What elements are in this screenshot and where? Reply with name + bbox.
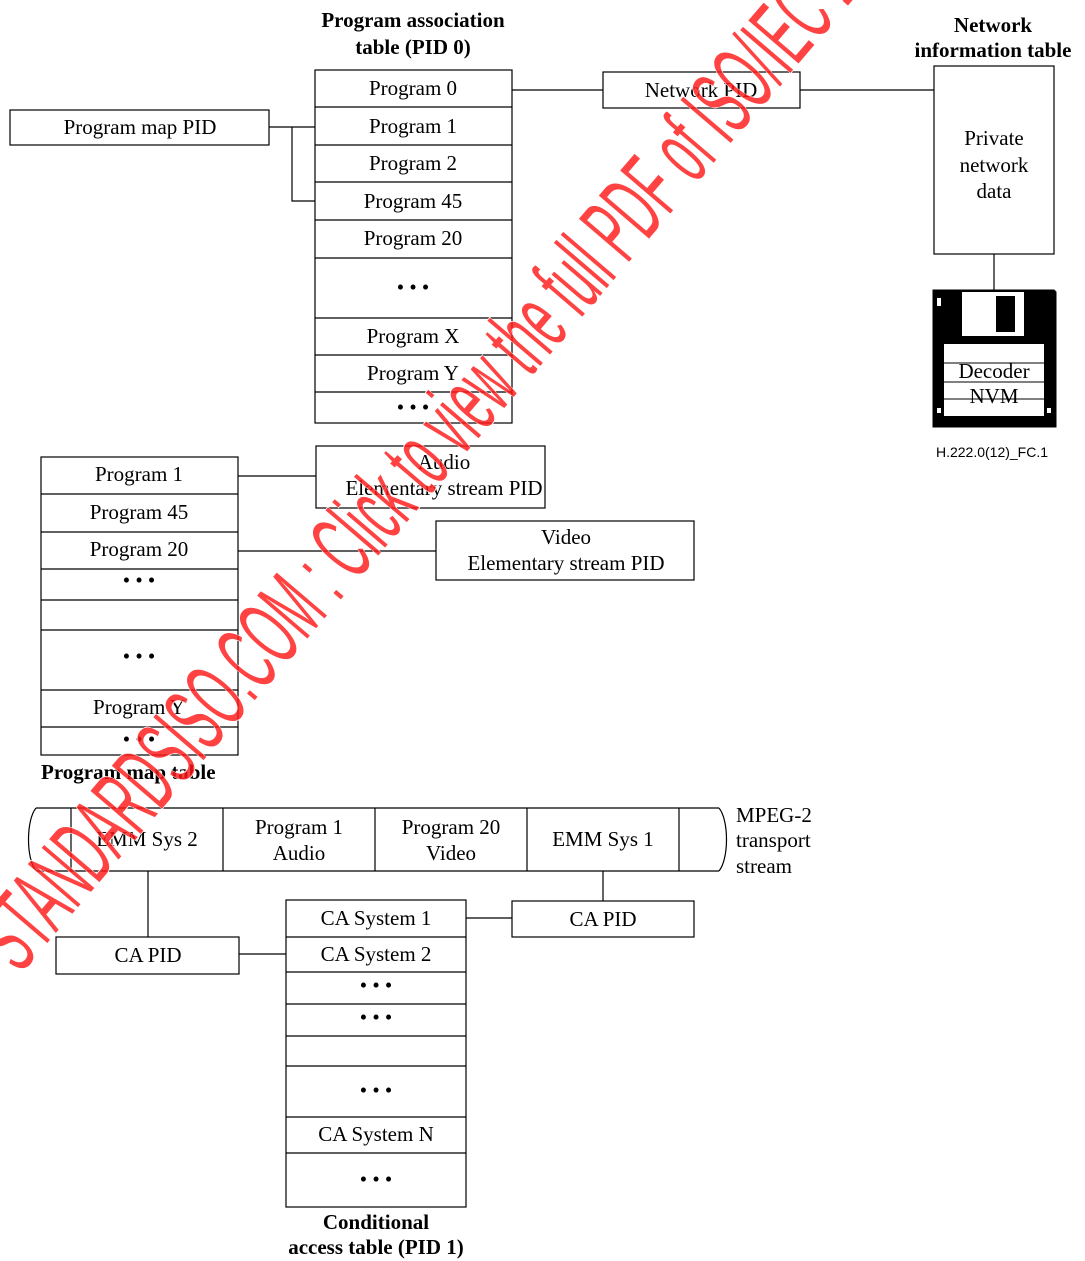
audio-pid-line-2: Elementary stream PID [345, 476, 542, 500]
nit-title-line-1: Network [954, 13, 1032, 37]
nit-body-line: network [960, 153, 1029, 177]
video-pid-line-2: Elementary stream PID [467, 551, 664, 575]
pmt-row: Program 20 [90, 537, 189, 561]
conditional-access-table: CA System 1 CA System 2 • • • • • • • • … [285, 899, 467, 1259]
network-pid-box [602, 71, 801, 109]
pmt-row: Program 45 [90, 500, 189, 524]
nit-body-line: data [977, 179, 1013, 203]
pmt-row: Program 1 [95, 462, 183, 486]
connector-pmt-pid-program-45 [291, 127, 315, 202]
pat-row: Program 0 [369, 76, 457, 100]
cat-title-line-1: Conditional [323, 1210, 429, 1234]
pmt-row: Program Y [93, 695, 185, 719]
transport-label: MPEG-2 [736, 803, 812, 827]
cat-row: • • • [360, 1167, 393, 1191]
pat-row: Program 45 [364, 189, 463, 213]
ca-pid-left-label: CA PID [114, 943, 181, 967]
cat-frame [285, 899, 467, 1208]
pmt-row: • • • [123, 568, 156, 592]
floppy-disk-icon: Decoder NVM [932, 289, 1057, 428]
network-information-table: Network information table Private networ… [915, 13, 1072, 255]
program-map-pid-label: Program map PID [64, 115, 217, 139]
video-elementary-stream-pid: Video Elementary stream PID [435, 520, 695, 581]
program-map-table: Program 1 Program 45 Program 20 • • • • … [40, 456, 239, 784]
transport-cell-program-20-video: Program 20 [402, 815, 501, 839]
pat-row: Program 20 [364, 226, 463, 250]
video-pid-line-1: Video [541, 525, 591, 549]
pat-title-line-1: Program association [321, 8, 505, 32]
cat-row: CA System 1 [321, 906, 432, 930]
cat-row: • • • [360, 973, 393, 997]
pmt-row: • • • [123, 644, 156, 668]
transport-cell-program-1-audio: Audio [273, 841, 326, 865]
pat-row: Program X [367, 324, 460, 348]
program-map-pid-box [9, 109, 270, 146]
transport-label: transport [736, 828, 811, 852]
network-pid: Network PID [602, 71, 801, 109]
network-pid-label: Network PID [645, 78, 758, 102]
program-association-table: Program association table (PID 0) Progra… [314, 8, 513, 424]
decoder-label-line-2: NVM [969, 384, 1018, 408]
cat-row: CA System 2 [321, 942, 432, 966]
nit-box [933, 65, 1055, 255]
audio-pid-box [315, 445, 546, 509]
decoder-label-line-1: Decoder [958, 359, 1029, 383]
program-map-pid: Program map PID [9, 109, 270, 146]
pmt-row: • • • [123, 727, 156, 751]
nit-body-line: Private [964, 126, 1023, 150]
cat-title-line-2: access table (PID 1) [288, 1235, 464, 1259]
mpeg2-transport-stream: EMM Sys 2 Program 1 Audio Program 20 Vid… [27, 803, 812, 878]
cat-row: • • • [360, 1078, 393, 1102]
transport-cell-program-1-audio: Program 1 [255, 815, 343, 839]
transport-cell-emm-sys-2: EMM Sys 2 [96, 827, 198, 851]
audio-elementary-stream-pid: Audio Elementary stream PID [315, 445, 546, 509]
pat-title-line-2: table (PID 0) [355, 35, 470, 59]
transport-cell-program-20-video: Video [426, 841, 476, 865]
pmt-title: Program map table [41, 760, 216, 784]
pat-row: Program 1 [369, 114, 457, 138]
transport-label: stream [736, 854, 792, 878]
ca-pid-right-label: CA PID [569, 907, 636, 931]
pmt-frame [40, 456, 239, 756]
pat-frame [314, 69, 513, 424]
ca-pid-left-box [55, 936, 240, 975]
ca-pid-right-box [511, 900, 695, 938]
pat-row: • • • [397, 275, 430, 299]
transport-cell-emm-sys-1: EMM Sys 1 [552, 827, 654, 851]
nit-title-line-2: information table [915, 38, 1072, 62]
pat-row: Program Y [367, 361, 459, 385]
ca-pid-left: CA PID [55, 936, 240, 975]
video-pid-box [435, 520, 695, 581]
pat-row: Program 2 [369, 151, 457, 175]
ca-pid-right: CA PID [511, 900, 695, 938]
pat-row: • • • [397, 395, 430, 419]
cat-row: • • • [360, 1005, 393, 1029]
figure-code: H.222.0(12)_FC.1 [936, 444, 1048, 460]
cat-row: CA System N [318, 1122, 434, 1146]
audio-pid-line-1: Audio [418, 450, 471, 474]
